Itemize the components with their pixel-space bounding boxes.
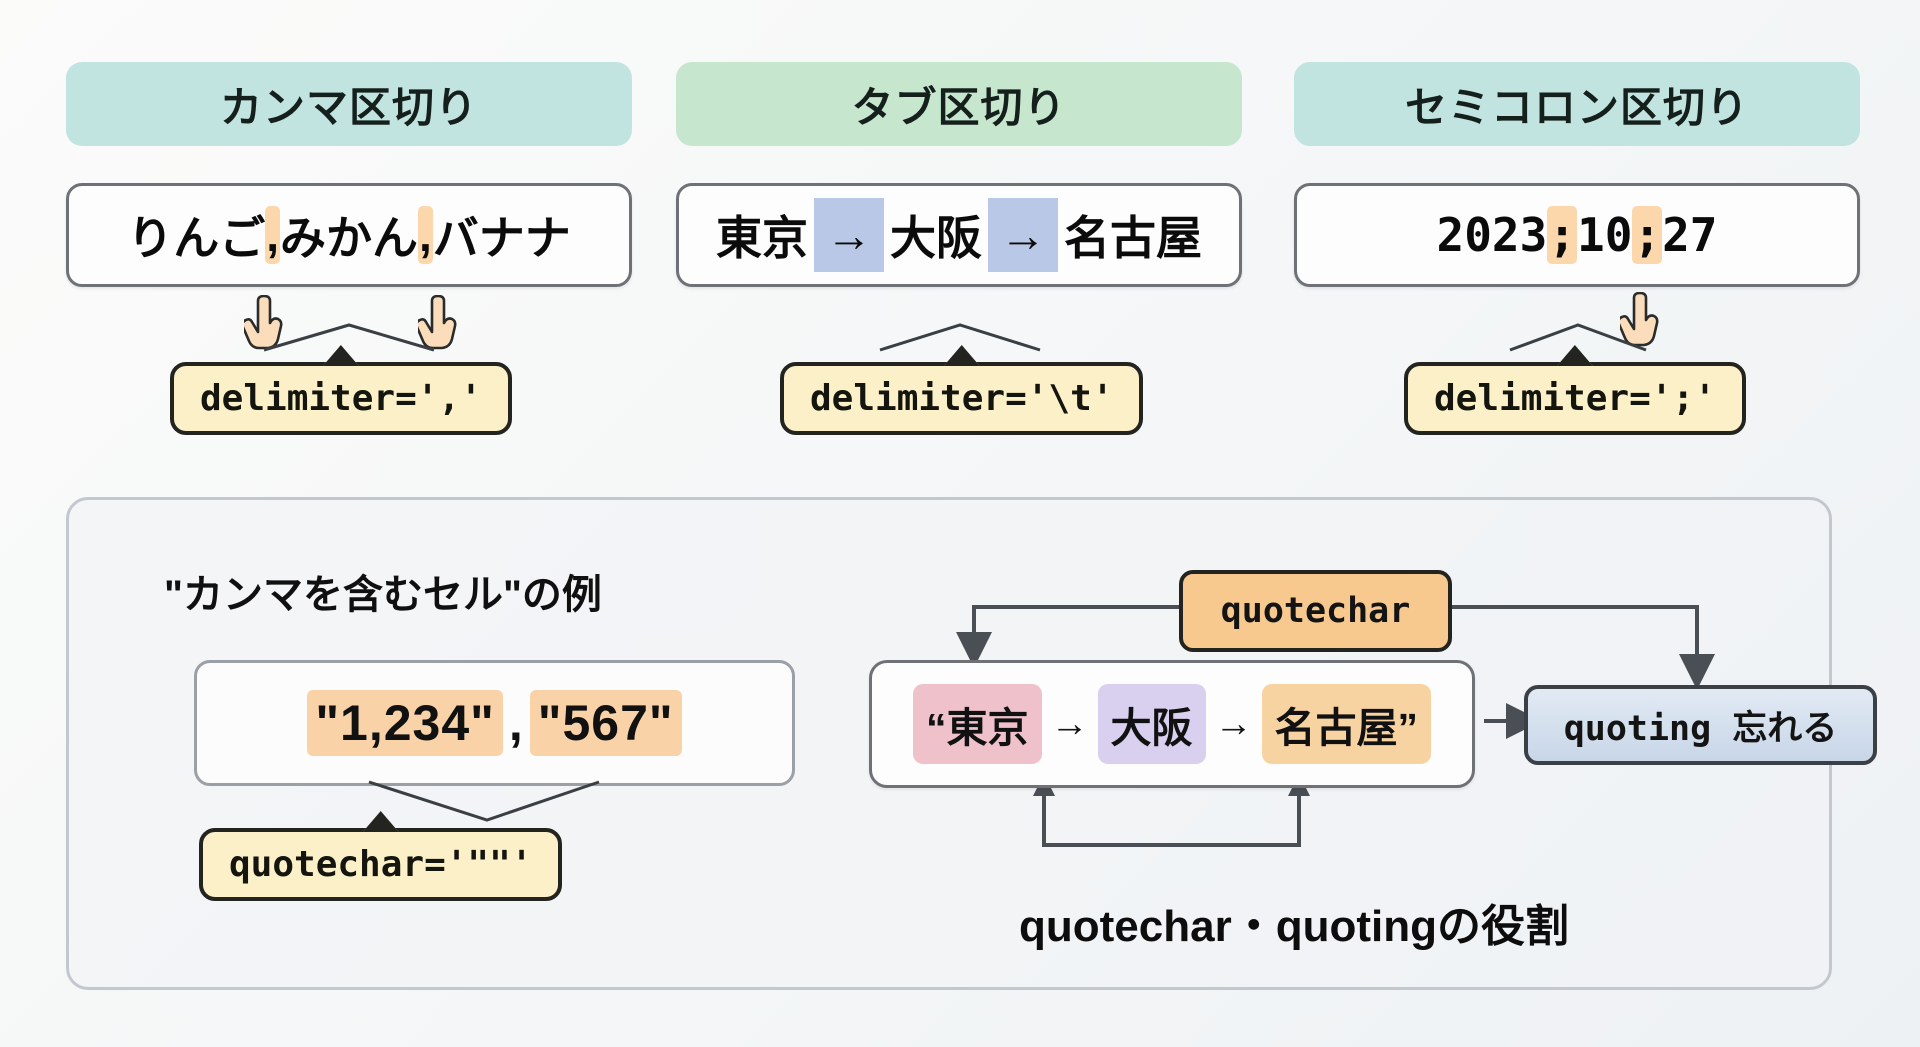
sample-text-tab: 東京→大阪→名古屋 [716, 198, 1202, 272]
column-header-tab: タブ区切り [676, 62, 1242, 146]
callout-text: delimiter=',' [200, 378, 482, 419]
flow-token-nagoya: 名古屋” [1261, 684, 1431, 764]
token-mikan: みかん [280, 212, 418, 264]
tab-highlight-1: → [814, 198, 884, 272]
sentence-flow-box: “東京 → 大阪 → 名古屋” [869, 660, 1475, 788]
flow-arrow-2: → [1214, 702, 1253, 745]
column-header-semicolon: セミコロン区切り [1294, 62, 1860, 146]
delimiter-comma-2: , [418, 206, 433, 264]
delimiter-columns: カンマ区切り りんご,みかん,バナナ タブ区切り 東京→大阪→名古屋 セミコロン… [0, 0, 1920, 470]
token-ringo: りんご [127, 212, 266, 264]
delimiter-semicolon-1: ; [1547, 206, 1577, 264]
callout-notch [322, 345, 359, 366]
sample-text-semicolon: 2023;10;27 [1436, 206, 1718, 264]
sample-box-comma: りんご,みかん,バナナ [66, 183, 632, 287]
cell-separator-comma: , [508, 695, 524, 751]
column-tab: タブ区切り 東京→大阪→名古屋 [676, 62, 1242, 287]
sample-text-comma: りんご,みかん,バナナ [127, 202, 571, 268]
pointing-hand-icon [244, 295, 290, 351]
flow-arrow-1: → [1050, 702, 1089, 745]
token-2023: 2023 [1436, 208, 1548, 262]
sample-box-semicolon: 2023;10;27 [1294, 183, 1860, 287]
callout-notch [943, 345, 980, 366]
delimiter-comma-1: , [265, 206, 280, 264]
node-quoting-forgotten[interactable]: quoting 忘れる [1524, 685, 1877, 765]
column-comma: カンマ区切り りんご,みかん,バナナ [66, 62, 632, 287]
callout-delimiter-comma: delimiter=',' [170, 345, 512, 435]
token-tokyo: 東京 [716, 212, 808, 264]
flow-token-tokyo: “東京 [913, 684, 1042, 764]
pointing-hand-icon [418, 295, 464, 351]
token-10: 10 [1577, 208, 1633, 262]
callout-text: delimiter=';' [1434, 378, 1716, 419]
pointing-hand-icon [1620, 292, 1666, 348]
token-nagoya: 名古屋 [1064, 212, 1202, 264]
column-semicolon: セミコロン区切り 2023;10;27 [1294, 62, 1860, 287]
delimiter-semicolon-2: ; [1632, 206, 1663, 264]
quotechar-quoting-panel: "カンマを含むセル"の例 "1,234","567" quotechar='""… [66, 497, 1877, 990]
column-header-comma: カンマ区切り [66, 62, 632, 146]
callout-delimiter-semicolon: delimiter=';' [1404, 345, 1746, 435]
cell-value-first: "1,234" [307, 690, 503, 756]
token-osaka: 大阪 [890, 212, 982, 264]
callout-quotechar: quotechar='""' [199, 811, 563, 901]
callout-delimiter-tab: delimiter='\t' [780, 345, 1144, 435]
token-27: 27 [1662, 208, 1718, 262]
cell-example-box: "1,234","567" [194, 660, 795, 786]
callout-notch [362, 811, 399, 832]
panel-caption: quotechar・quotingの役割 [1019, 902, 1569, 951]
callout-text: delimiter='\t' [810, 378, 1114, 419]
flow-token-osaka: 大阪 [1097, 684, 1206, 764]
node-quotechar[interactable]: quotechar [1179, 570, 1452, 652]
cell-value-second: "567" [529, 690, 682, 756]
sample-box-tab: 東京→大阪→名古屋 [676, 183, 1242, 287]
tab-highlight-2: → [988, 198, 1058, 272]
callout-notch [1556, 345, 1593, 366]
callout-text: quotechar='""' [229, 844, 533, 885]
token-banana: バナナ [432, 212, 571, 264]
panel-title: "カンマを含むセル"の例 [164, 573, 602, 617]
